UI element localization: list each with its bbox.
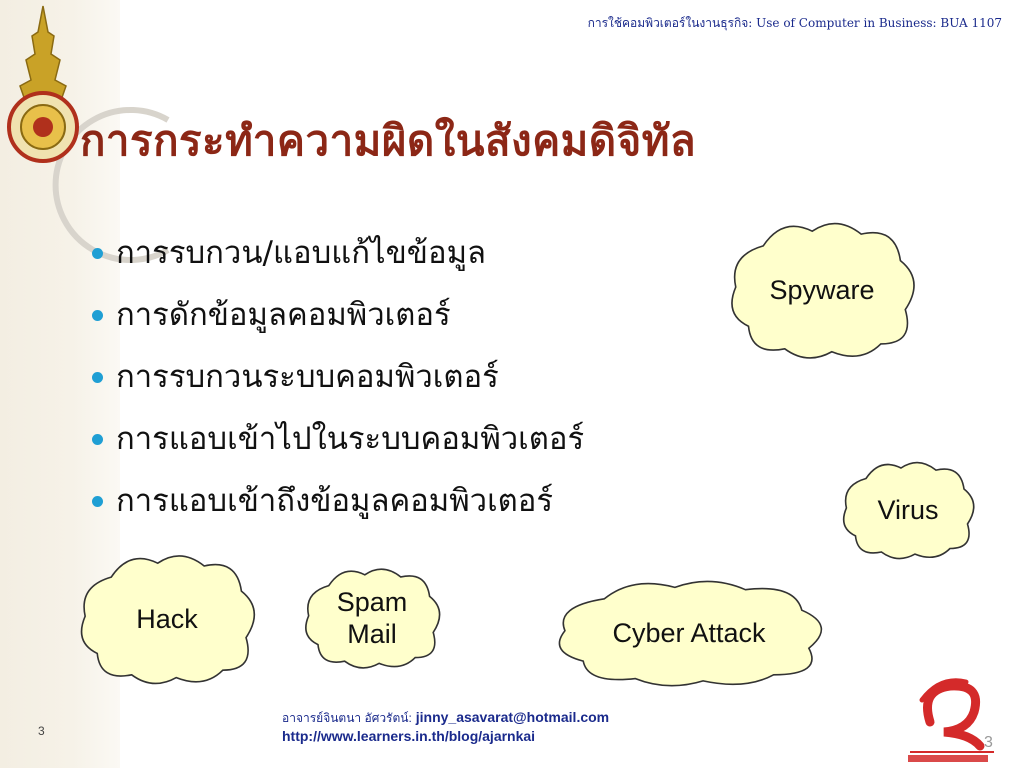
slide-title: การกระทำความผิดในสังคมดิจิทัล (80, 116, 697, 165)
cloud-label-hack: Hack (136, 603, 198, 634)
cloud-spyware: Spyware (724, 216, 920, 364)
course-header-note: การใช้คอมพิวเตอร์ในงานธุรกิจ: Use of Com… (587, 16, 1002, 30)
footer-email[interactable]: jinny_asavarat@hotmail.com (415, 709, 610, 725)
bullet-item: การรบกวน/แอบแก้ไขข้อมูล (88, 222, 584, 284)
university-seal-logo (7, 5, 79, 163)
cloud-spam-mail: Spam Mail (300, 560, 444, 676)
cloud-shape (548, 576, 830, 690)
logo-slide-number: 3 (984, 734, 993, 751)
bullet-item: การรบกวนระบบคอมพิวเตอร์ (88, 346, 584, 408)
cloud-label-virus: Virus (877, 494, 939, 525)
cloud-virus: Virus (838, 450, 978, 570)
cloud-hack: Hack (74, 544, 260, 694)
cloud-label-spam-line1: Spam (336, 586, 408, 617)
cloud-label-cyber-attack: Cyber Attack (612, 617, 766, 648)
cloud-shape (724, 216, 920, 364)
cloud-label-spyware: Spyware (769, 274, 875, 305)
footer-contact: อาจารย์จินตนา อัศวรัตน์: jinny_asavarat@… (282, 708, 609, 745)
footer-author: อาจารย์จินตนา อัศวรัตน์: (282, 711, 412, 725)
bullet-list: การรบกวน/แอบแก้ไขข้อมูล การดักข้อมูลคอมพ… (88, 222, 584, 532)
rattanakosin-logo (908, 678, 994, 762)
cloud-cyber-attack: Cyber Attack (548, 576, 830, 690)
bullet-item: การแอบเข้าถึงข้อมูลคอมพิวเตอร์ (88, 470, 584, 532)
footer-url[interactable]: http://www.learners.in.th/blog/ajarnkai (282, 728, 536, 744)
cloud-label-spam-mail: Spam Mail (300, 560, 444, 676)
slide-number: 3 (38, 724, 45, 738)
cloud-shape (74, 544, 260, 694)
bullet-item: การแอบเข้าไปในระบบคอมพิวเตอร์ (88, 408, 584, 470)
bullet-item: การดักข้อมูลคอมพิวเตอร์ (88, 284, 584, 346)
decorative-arc (52, 107, 170, 263)
cloud-label-spam-line2: Mail (347, 619, 397, 649)
cloud-shape (300, 560, 444, 676)
cloud-shape (838, 450, 978, 570)
